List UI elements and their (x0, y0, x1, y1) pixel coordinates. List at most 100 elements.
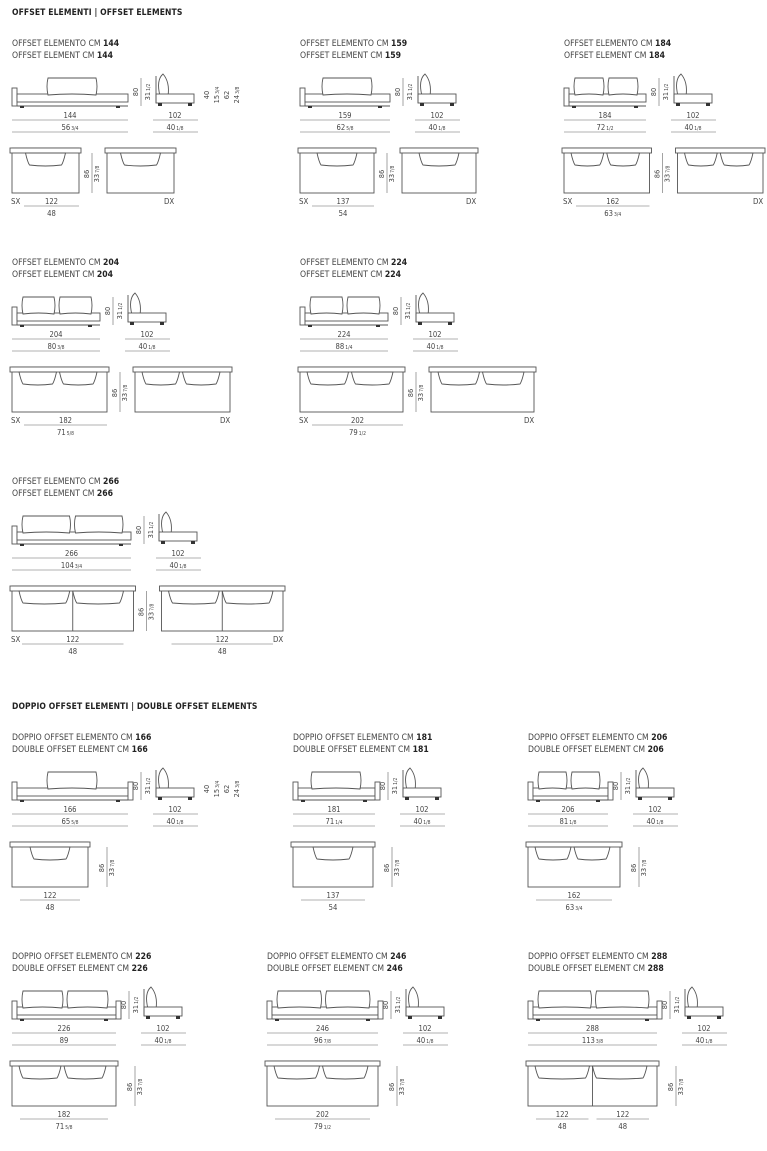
heading-it-size: 204 (103, 258, 120, 268)
back-cushion (321, 77, 373, 96)
width-cm: 159 (338, 111, 351, 120)
height-dim-in-fraction: 1/2 (664, 84, 670, 91)
height-dim-in-fraction: 1/2 (626, 778, 632, 785)
height-dim: 80 (660, 1001, 669, 1009)
depth-cm: 102 (430, 111, 443, 120)
width-cm: 204 (49, 330, 62, 339)
plan-cushion (570, 152, 605, 167)
depth-in-fraction: 1/8 (426, 1039, 433, 1045)
plan-width-in: 54 (329, 903, 338, 912)
heading-en-text: OFFSET ELEMENT CM (12, 489, 97, 499)
plan-width-in: 48 (218, 647, 227, 656)
heading-en-size: 144 (96, 51, 114, 61)
plan-cushion (350, 371, 394, 386)
plan-cushion (181, 371, 221, 386)
plan-depth-in: 337/8 (135, 1079, 144, 1096)
width-cm: 226 (57, 1024, 70, 1033)
plan-left (9, 1060, 119, 1107)
side-panel (299, 87, 306, 107)
heading-en: DOUBLE OFFSET ELEMENT CM 166 (12, 744, 151, 756)
arm-height-in: 243/8 (232, 87, 241, 104)
foot (116, 800, 120, 802)
depth-cm: 102 (156, 1024, 169, 1033)
heading-it-text: DOPPIO OFFSET ELEMENTO CM (528, 952, 652, 962)
side-seat (127, 312, 167, 323)
foot (376, 325, 380, 327)
foot (275, 1019, 279, 1021)
height-dim: 80 (134, 526, 143, 534)
foot (450, 103, 454, 106)
side-panel (11, 781, 18, 801)
plan-width-cm: 202 (351, 416, 364, 425)
heading-it: DOPPIO OFFSET ELEMENTO CM 226 (12, 951, 151, 963)
depth-in-fraction: 1/8 (179, 564, 186, 570)
plan-depth-in: 337/8 (147, 604, 156, 621)
heading-en-size: 266 (96, 489, 114, 499)
depth-in-fraction: 1/8 (438, 126, 445, 132)
foot (158, 103, 162, 106)
side-back-cushion (676, 73, 687, 97)
back-cushion (74, 515, 124, 534)
plan-left (525, 841, 623, 888)
plan-depth-in: 337/8 (387, 166, 396, 183)
foot (88, 325, 92, 327)
heading-it-size: 184 (655, 39, 672, 49)
plan-width-in: 633/4 (566, 903, 583, 912)
plan-width-cm: 122 (66, 635, 79, 644)
width-in: 1043/4 (61, 561, 82, 570)
heading-it-size: 266 (103, 477, 120, 487)
heading-en-text: DOUBLE OFFSET ELEMENT CM (293, 745, 413, 755)
side-seat (402, 787, 442, 798)
width-in: 721/2 (597, 123, 614, 132)
heading-it-size: 166 (135, 733, 152, 743)
foot (20, 800, 24, 802)
heading-en-text: OFFSET ELEMENT CM (12, 51, 97, 61)
heading-en-text: DOUBLE OFFSET ELEMENT CM (528, 964, 648, 974)
plan-depth-cm: 86 (97, 864, 106, 872)
heading-it: OFFSET ELEMENTO CM 184 (564, 38, 671, 50)
plan-right (132, 366, 233, 413)
height-dim-in-fraction: 1/2 (134, 997, 140, 1004)
foot (20, 106, 24, 108)
plan-width-in: 633/4 (604, 209, 621, 218)
height-dim: 80 (103, 307, 112, 315)
heading-it-size: 288 (651, 952, 668, 962)
depth-in: 401/8 (417, 1036, 434, 1045)
plan-depth-in-fraction: 7/8 (679, 1079, 685, 1086)
plan-depth-in: 337/8 (416, 385, 425, 402)
foot (634, 106, 638, 108)
seat-base (532, 787, 609, 797)
heading-en: DOUBLE OFFSET ELEMENT CM 206 (528, 744, 667, 756)
foot (438, 1016, 442, 1019)
width-cm: 206 (561, 805, 574, 814)
foot (668, 797, 672, 800)
left-label-sx: SX (299, 416, 308, 425)
depth-cm: 102 (697, 1024, 710, 1033)
heading-en: OFFSET ELEMENT CM 144 (12, 50, 119, 62)
heading-en: DOUBLE OFFSET ELEMENT CM 181 (293, 744, 432, 756)
heading-en-text: OFFSET ELEMENT CM (300, 270, 385, 280)
foot (363, 800, 367, 802)
depth-in-fraction: 1/8 (694, 126, 701, 132)
plan-back (9, 1060, 119, 1067)
plan-left (9, 147, 82, 194)
foot (687, 1016, 691, 1019)
side-back-cushion (687, 986, 698, 1010)
height-dim-in: 311/2 (143, 778, 152, 795)
seat-height-in: 153/4 (212, 781, 221, 798)
heading-en-text: DOUBLE OFFSET ELEMENT CM (528, 745, 648, 755)
depth-in: 401/8 (685, 123, 702, 132)
